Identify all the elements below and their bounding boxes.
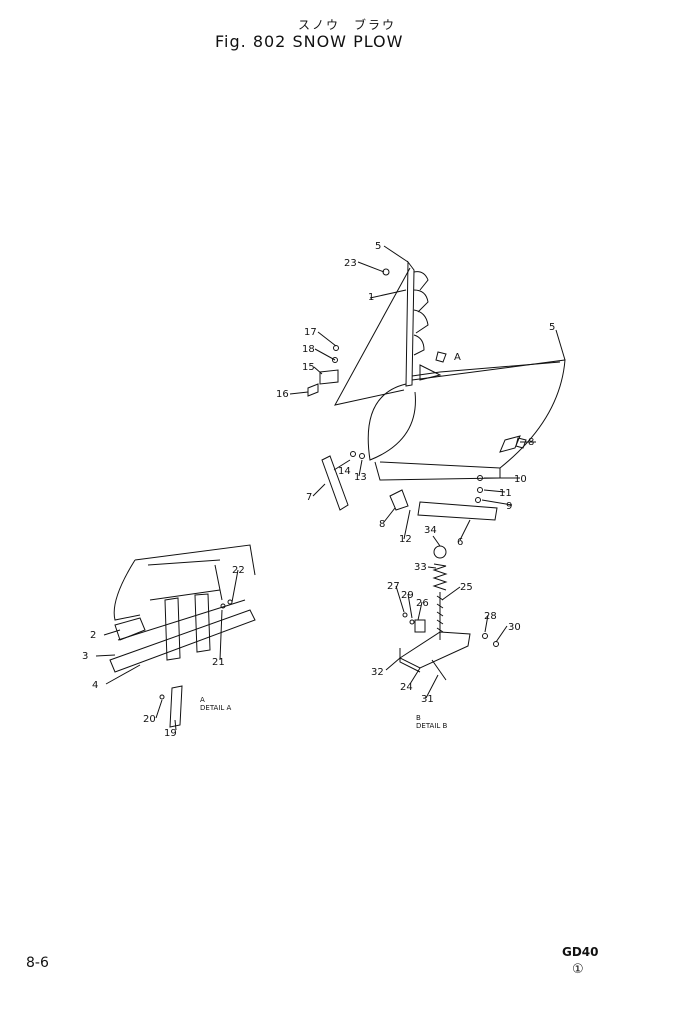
nut-11	[477, 487, 483, 493]
callout-31: 31	[421, 694, 434, 705]
callout-28: 28	[484, 611, 497, 622]
spring-33	[432, 563, 448, 591]
callout-21: 21	[212, 657, 225, 668]
callout-27: 27	[387, 581, 400, 592]
detail-a-bolt-20	[159, 694, 165, 700]
rod-25-thread	[436, 595, 444, 633]
detail-a-frame-top	[134, 544, 256, 576]
callout-29: 29	[401, 590, 414, 601]
callout-25: 25	[460, 582, 473, 593]
plate-32	[399, 648, 421, 673]
callout-17: 17	[304, 327, 317, 338]
callout-5: 5	[375, 241, 381, 252]
callout-4: 4	[92, 680, 98, 691]
mount-15	[319, 369, 339, 385]
callout-32: 32	[371, 667, 384, 678]
callout-6: 6	[457, 537, 463, 548]
blade-top-frame	[405, 260, 415, 387]
detail-a-marker: A	[200, 696, 205, 704]
callout-14: 14	[338, 466, 351, 477]
bracket-8b	[499, 435, 521, 453]
title-katakana: スノウ ブラウ	[298, 18, 397, 32]
callout-1: 1	[368, 292, 374, 303]
callout-33: 33	[414, 562, 427, 573]
figure-title: Fig. 802 SNOW PLOW	[215, 32, 404, 51]
detail-a-bolt-22	[227, 599, 233, 605]
blade-inner-line	[411, 361, 561, 377]
detail-a-blade	[113, 559, 141, 621]
nut-30	[493, 641, 499, 647]
callout-11: 11	[499, 488, 512, 499]
view-arrow-b	[515, 437, 527, 449]
callout-2: 2	[90, 630, 96, 641]
detail-a-arm	[109, 609, 256, 673]
detail-a-cross	[147, 559, 223, 601]
leader-lines	[95, 245, 566, 731]
nut-34	[433, 545, 447, 559]
washer-9	[475, 497, 481, 503]
callout-30: 30	[508, 622, 521, 633]
callout-18: 18	[302, 344, 315, 355]
callout-labels: 1 2 3 4 5 5 6 7 8 8 9 10 11 12 13 14 15 …	[82, 241, 555, 739]
view-arrow-a	[435, 351, 447, 363]
callout-10: 10	[514, 474, 527, 485]
callout-13: 13	[354, 472, 367, 483]
nut-18	[332, 357, 338, 363]
bolt-17	[333, 345, 339, 351]
blade-curve-left	[367, 383, 416, 461]
callout-23: 23	[344, 258, 357, 269]
bolt-13	[359, 453, 365, 459]
callout-3: 3	[82, 651, 88, 662]
callout-8: 8	[379, 519, 385, 530]
detail-a-caption: DETAIL A	[200, 704, 232, 712]
bolt-10	[477, 475, 483, 481]
callout-20: 20	[143, 714, 156, 725]
page-number: 8-6	[26, 955, 49, 971]
detail-b-caption: DETAIL B	[416, 722, 448, 730]
bolt-14	[350, 451, 356, 457]
detail-a-bracket-2	[114, 617, 146, 641]
block-26	[414, 619, 426, 633]
callout-19: 19	[164, 728, 177, 739]
callout-26: 26	[416, 598, 429, 609]
blade-lower-edge	[374, 461, 501, 481]
callout-22: 22	[232, 565, 245, 576]
cutting-edge-6	[417, 501, 498, 521]
blade-ribs	[413, 271, 429, 356]
detail-a-arm-lower	[117, 599, 246, 641]
callout-5b: 5	[549, 322, 555, 333]
view-marker-a: A	[454, 352, 461, 363]
pin-29	[409, 619, 415, 625]
bracket-8	[389, 489, 409, 511]
callout-24: 24	[400, 682, 413, 693]
callout-8b: 8	[528, 437, 534, 448]
callout-15: 15	[302, 362, 315, 373]
callout-7: 7	[306, 492, 312, 503]
shoe-24	[398, 631, 471, 669]
callout-16: 16	[276, 389, 289, 400]
detail-b-marker: B	[416, 714, 421, 722]
bolt-31	[431, 659, 447, 681]
detail-a-strap-19	[169, 685, 183, 728]
blade-left-edge	[334, 267, 411, 406]
detail-a-clamp-2	[194, 593, 211, 653]
revision-mark: ①	[572, 962, 584, 977]
pin-27	[402, 612, 408, 618]
washer-28	[482, 633, 488, 639]
blade-moldboard	[379, 359, 566, 469]
wear-strip-7	[321, 455, 349, 511]
detail-a-clamp-1	[164, 597, 181, 661]
callout-12: 12	[399, 534, 412, 545]
callout-34: 34	[424, 525, 437, 536]
callout-9: 9	[506, 501, 512, 512]
model-code: GD40	[562, 945, 599, 959]
mount-16	[307, 383, 319, 397]
detail-a-bolt-21	[220, 603, 226, 609]
blade-hinge	[419, 364, 442, 381]
